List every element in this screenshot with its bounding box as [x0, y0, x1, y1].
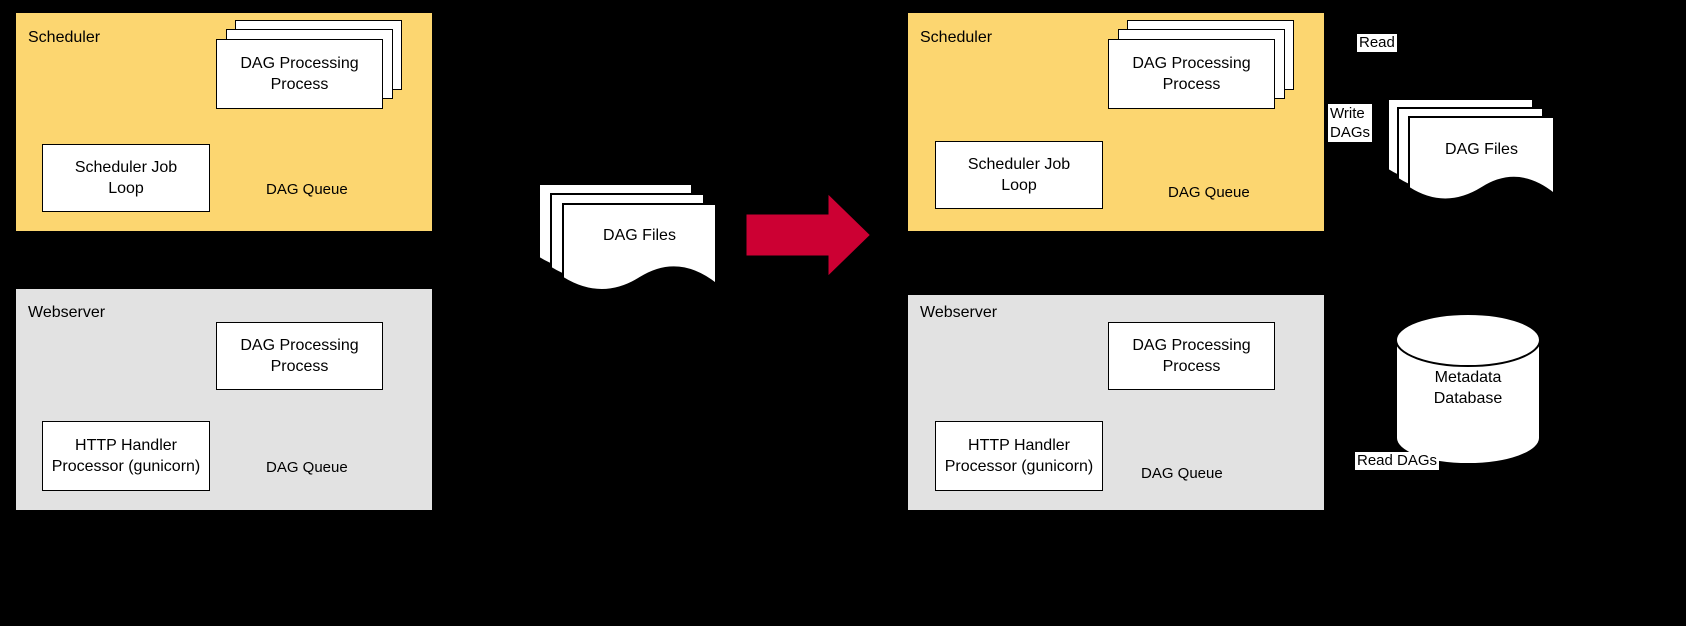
right-scheduler-dpp-line1: DAG Processing: [1132, 55, 1251, 72]
transition-arrow-icon: [746, 194, 870, 276]
left-scheduler-dag-processing-process[interactable]: DAG Processing Process: [216, 39, 383, 109]
right-write-dags-label: Write DAGs: [1328, 104, 1373, 142]
right-dag-files-shape: [1387, 98, 1555, 201]
right-webserver-dpp-line2: Process: [1162, 358, 1221, 375]
right-write-dags-line2: DAGs: [1330, 124, 1371, 141]
left-webserver-dpp-line2: Process: [270, 358, 329, 375]
left-scheduler-dpp-line1: DAG Processing: [240, 55, 359, 72]
right-scheduler-job-loop-line1: Scheduler Job: [967, 156, 1071, 173]
right-webserver-dag-queue-label: DAG Queue: [1141, 465, 1223, 482]
right-scheduler-dag-processing-process[interactable]: DAG Processing Process: [1108, 39, 1275, 109]
left-webserver-dpp-line1: DAG Processing: [240, 337, 359, 354]
right-scheduler-dpp-line2: Process: [1162, 76, 1221, 93]
left-webserver-dag-processing-process[interactable]: DAG Processing Process: [216, 322, 383, 390]
right-webserver-http-handler[interactable]: HTTP Handler Processor (gunicorn): [935, 421, 1103, 491]
right-scheduler-dag-queue-label: DAG Queue: [1168, 184, 1250, 201]
left-webserver-http-line1: HTTP Handler: [75, 437, 177, 454]
right-scheduler-label: Scheduler: [920, 29, 993, 46]
right-write-dags-line1: Write: [1330, 105, 1365, 122]
right-read-dags-label: Read DAGs: [1355, 452, 1440, 470]
right-scheduler-job-loop[interactable]: Scheduler Job Loop: [935, 141, 1103, 209]
left-scheduler-dag-queue-label: DAG Queue: [266, 181, 348, 198]
left-scheduler-job-loop[interactable]: Scheduler Job Loop: [42, 144, 210, 212]
left-webserver-dag-queue-label: DAG Queue: [266, 459, 348, 476]
left-webserver-label: Webserver: [28, 304, 106, 321]
left-scheduler-job-loop-line2: Loop: [108, 180, 144, 197]
right-webserver-http-line1: HTTP Handler: [968, 437, 1070, 454]
right-webserver-label: Webserver: [920, 304, 998, 321]
left-webserver-http-handler[interactable]: HTTP Handler Processor (gunicorn): [42, 421, 210, 491]
left-scheduler-label: Scheduler: [28, 29, 101, 46]
right-webserver-dpp-line1: DAG Processing: [1132, 337, 1251, 354]
right-webserver-dag-processing-process[interactable]: DAG Processing Process: [1108, 322, 1275, 390]
metadata-database-shape: [1395, 313, 1541, 465]
right-webserver-http-line2: Processor (gunicorn): [944, 458, 1094, 475]
left-scheduler-job-loop-line1: Scheduler Job: [74, 159, 178, 176]
right-read-label: Read: [1357, 34, 1397, 52]
left-webserver-http-line2: Processor (gunicorn): [51, 458, 201, 475]
left-scheduler-dpp-line2: Process: [270, 76, 329, 93]
right-scheduler-job-loop-line2: Loop: [1001, 177, 1037, 194]
center-dag-files-shape: [538, 183, 717, 291]
